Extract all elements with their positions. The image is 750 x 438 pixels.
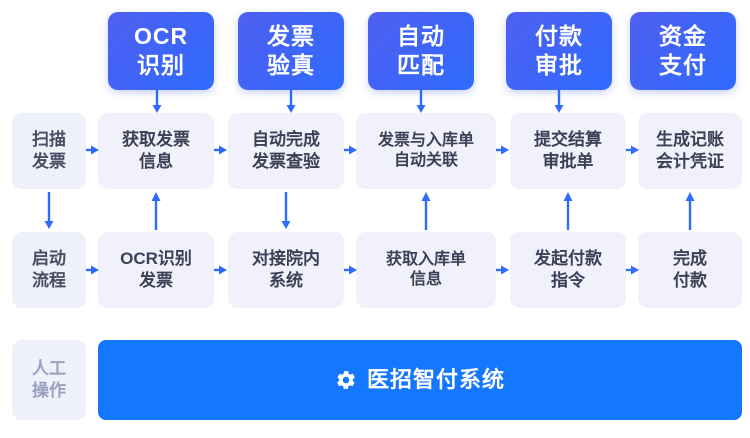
step-submit-settlement[interactable]: 提交结算 审批单 (510, 113, 626, 189)
gear-icon (335, 369, 357, 391)
step-generate-voucher[interactable]: 生成记账 会计凭证 (638, 113, 742, 189)
arrow-right-bottom-2 (214, 263, 228, 277)
step-connect-hospital-system[interactable]: 对接院内 系统 (228, 232, 344, 308)
arrow-right-mid-2 (214, 143, 228, 157)
step-start-process[interactable]: 启动 流程 (12, 232, 86, 308)
arrow-right-mid-5 (626, 143, 640, 157)
arrow-up-col5 (561, 192, 575, 230)
arrow-up-col2 (149, 192, 163, 230)
step-get-invoice-info[interactable]: 获取发票 信息 (98, 113, 214, 189)
arrow-up-col6 (683, 192, 697, 230)
arrow-right-bottom-3 (344, 263, 358, 277)
stage-header-invoice-verify[interactable]: 发票 验真 (238, 12, 344, 90)
arrow-right-bottom-1 (86, 263, 100, 277)
arrow-down-approval (552, 90, 566, 114)
system-bar[interactable]: 医招智付系统 (98, 340, 742, 420)
arrow-down-verify (284, 90, 298, 114)
stage-header-payment-approval[interactable]: 付款 审批 (506, 12, 612, 90)
stage-header-ocr[interactable]: OCR 识别 (108, 12, 214, 90)
arrow-down-ocr (150, 90, 164, 114)
stage-header-auto-match[interactable]: 自动 匹配 (368, 12, 474, 90)
arrow-right-mid-4 (496, 143, 510, 157)
stage-header-fund-payout[interactable]: 资金 支付 (630, 12, 736, 90)
manual-operation-tag: 人工 操作 (12, 340, 86, 420)
arrow-right-bottom-4 (496, 263, 510, 277)
arrow-down-match (414, 90, 428, 114)
step-invoice-stock-link[interactable]: 发票与入库单 自动关联 (356, 113, 496, 189)
arrow-down-col1 (42, 192, 56, 230)
step-auto-invoice-check[interactable]: 自动完成 发票查验 (228, 113, 344, 189)
step-complete-payment[interactable]: 完成 付款 (638, 232, 742, 308)
arrow-right-mid-1 (86, 143, 100, 157)
system-bar-label: 医招智付系统 (366, 366, 505, 392)
step-get-stock-info[interactable]: 获取入库单 信息 (356, 232, 496, 308)
step-ocr-recognize-invoice[interactable]: OCR识别 发票 (98, 232, 214, 308)
step-initiate-payment[interactable]: 发起付款 指令 (510, 232, 626, 308)
arrow-right-mid-3 (344, 143, 358, 157)
arrow-right-bottom-5 (626, 263, 640, 277)
step-scan-invoice[interactable]: 扫描 发票 (12, 113, 86, 189)
arrow-up-col4 (419, 192, 433, 230)
arrow-down-col3 (279, 192, 293, 230)
